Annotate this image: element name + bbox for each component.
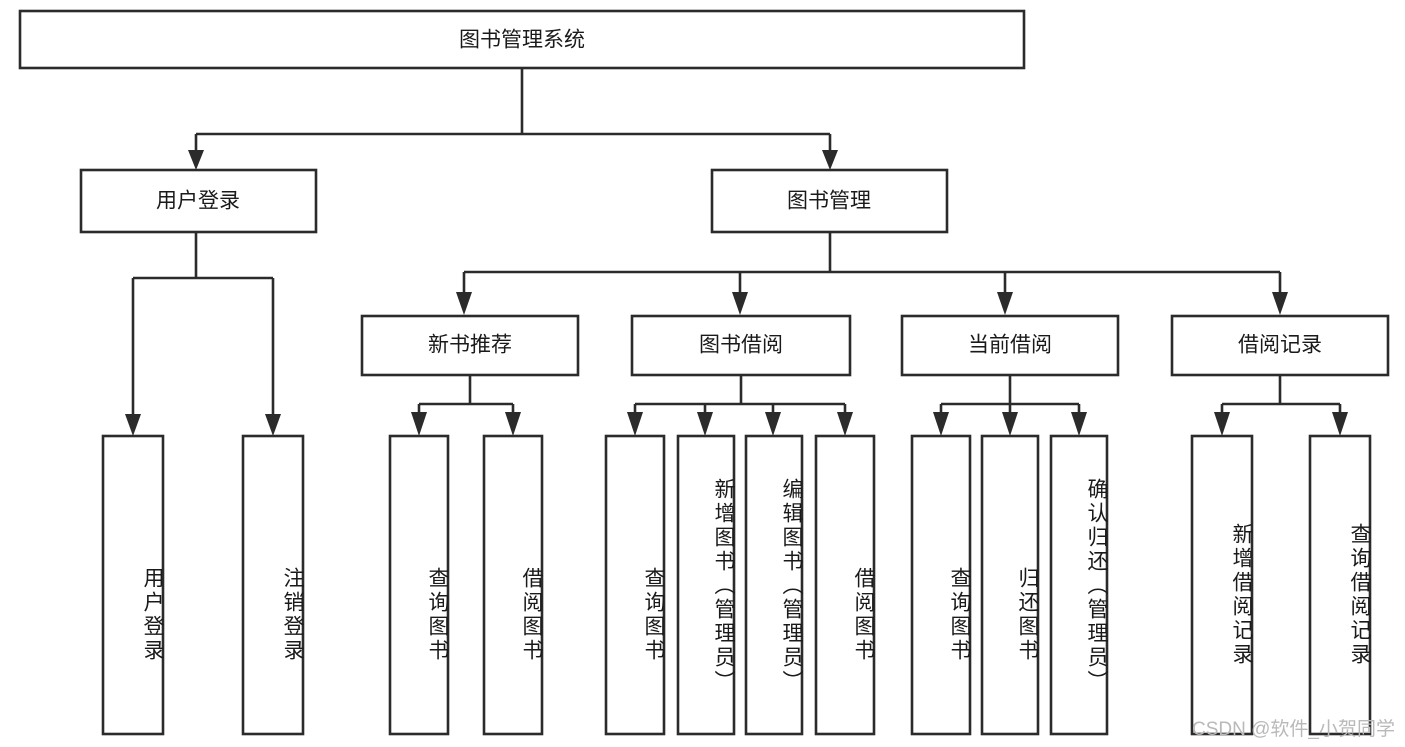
arrow-head-book-manage (822, 150, 838, 170)
arrow-head-leaf-user-login (125, 414, 141, 436)
node-label-leaf-edit-book: 编辑图书（管理员） (780, 477, 803, 694)
arrow-head-leaf-query-book-3 (933, 412, 949, 436)
node-box-book-manage[interactable] (710, 168, 949, 234)
node-box-leaf-add-book[interactable] (676, 434, 736, 736)
arrow-head-leaf-return-book (1002, 412, 1018, 436)
node-label-borrow-record: 借阅记录 (1238, 334, 1322, 357)
node-label-leaf-logout: 注销登录 (281, 567, 304, 663)
node-box-user-login[interactable] (79, 168, 318, 234)
node-label-user-login: 用户登录 (156, 190, 240, 213)
node-box-leaf-borrow-book-1[interactable] (482, 434, 544, 736)
node-box-current-borrow[interactable] (900, 314, 1120, 377)
node-label-leaf-query-book-3: 查询图书 (948, 567, 971, 663)
node-box-book-borrow[interactable] (630, 314, 852, 377)
node-box-leaf-edit-book[interactable] (744, 434, 804, 736)
node-label-leaf-query-book-2: 查询图书 (642, 567, 665, 663)
node-label-leaf-query-book-1: 查询图书 (426, 567, 449, 663)
node-label-leaf-return-book: 归还图书 (1016, 567, 1039, 663)
arrow-head-book-borrow (732, 292, 748, 315)
node-label-current-borrow: 当前借阅 (968, 334, 1052, 357)
node-label-book-manage: 图书管理 (787, 190, 871, 213)
node-label-leaf-borrow-book-1: 借阅图书 (520, 567, 543, 663)
node-label-leaf-borrow-book-2: 借阅图书 (852, 567, 875, 663)
node-box-new-book-rec[interactable] (360, 314, 580, 377)
node-box-leaf-query-book-3[interactable] (910, 434, 972, 736)
node-box-leaf-query-book-2[interactable] (604, 434, 666, 736)
node-label-book-borrow: 图书借阅 (699, 334, 783, 357)
node-label-root: 图书管理系统 (459, 29, 585, 52)
node-label-leaf-add-record: 新增借阅记录 (1230, 522, 1253, 667)
node-box-leaf-confirm-return[interactable] (1049, 434, 1109, 736)
node-label-leaf-add-book: 新增图书（管理员） (712, 477, 735, 694)
node-box-leaf-user-login[interactable] (101, 434, 165, 736)
node-layer: 图书管理系统 用户登录 图书管理 新书推荐 图书借阅 当前借阅 借阅记录 (18, 9, 1390, 736)
arrow-head-leaf-query-record (1332, 412, 1348, 436)
node-label-leaf-user-login: 用户登录 (141, 567, 164, 663)
connector-layer (125, 68, 1348, 436)
node-label-leaf-query-record: 查询借阅记录 (1348, 522, 1371, 667)
node-box-leaf-borrow-book-2[interactable] (814, 434, 876, 736)
node-box-leaf-query-record[interactable] (1308, 434, 1372, 736)
arrow-head-new-book-rec (456, 292, 472, 315)
node-box-root[interactable] (18, 9, 1026, 70)
arrow-head-leaf-query-book-2 (627, 412, 643, 436)
arrow-head-leaf-query-book-1 (411, 412, 427, 436)
node-label-leaf-confirm-return: 确认归还（管理员） (1085, 477, 1108, 694)
node-box-leaf-logout[interactable] (241, 434, 305, 736)
node-label-new-book-rec: 新书推荐 (428, 334, 512, 357)
arrow-head-leaf-confirm-return (1071, 412, 1087, 436)
arrow-head-leaf-borrow-book-1 (505, 412, 521, 436)
arrow-head-leaf-add-record (1214, 412, 1230, 436)
csdn-watermark: CSDN @软件_小贺同学 (1192, 719, 1395, 740)
arrow-head-leaf-borrow-book-2 (837, 412, 853, 436)
arrow-head-leaf-add-book (697, 412, 713, 436)
node-box-borrow-record[interactable] (1170, 314, 1390, 377)
node-box-leaf-add-record[interactable] (1190, 434, 1254, 736)
arrow-head-borrow-record (1272, 292, 1288, 315)
node-box-leaf-query-book-1[interactable] (388, 434, 450, 736)
arrow-head-current-borrow (997, 292, 1013, 315)
arrow-head-leaf-logout (265, 414, 281, 436)
arrow-head-leaf-edit-book (765, 412, 781, 436)
node-box-leaf-return-book[interactable] (980, 434, 1040, 736)
arrow-head-user-login (188, 150, 204, 170)
